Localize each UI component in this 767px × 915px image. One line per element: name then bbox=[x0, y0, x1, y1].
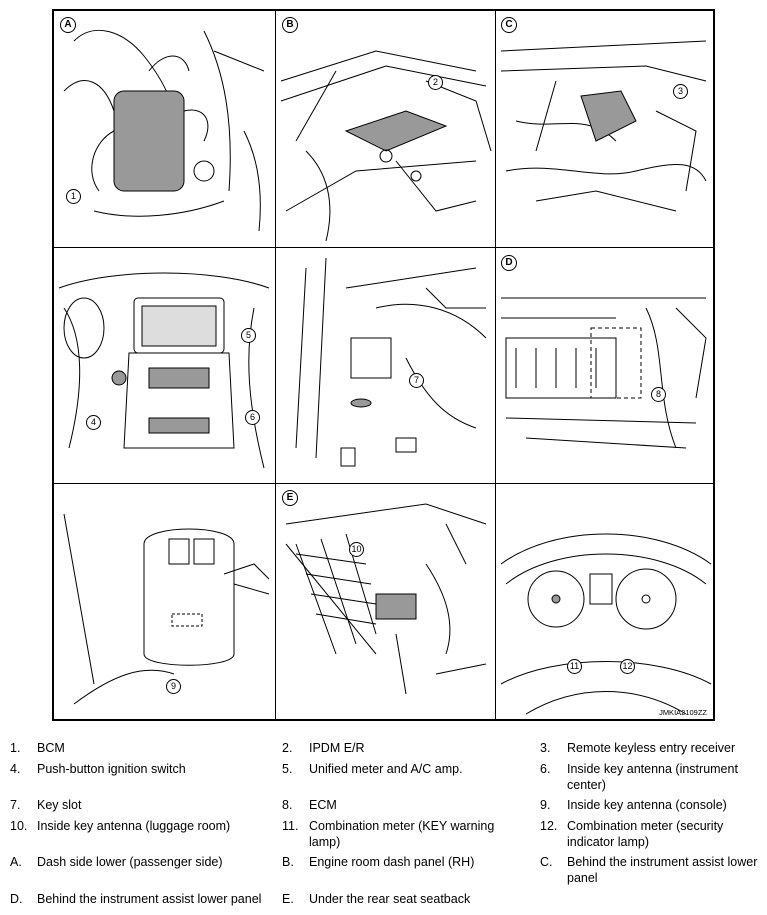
panel-7-illustration bbox=[63, 513, 270, 705]
legend-text: BCM bbox=[37, 741, 65, 755]
legend-number: C. bbox=[540, 855, 553, 869]
legend-text: Inside key antenna (console) bbox=[567, 798, 727, 812]
component-location-figure: A B C D E 1 2 3 4 5 6 7 8 9 10 11 12 JMK… bbox=[52, 9, 715, 721]
legend-number: 4. bbox=[10, 762, 21, 776]
panel-tag-d: D bbox=[501, 255, 517, 271]
callout-5: 5 bbox=[241, 328, 256, 343]
legend-text: Remote keyless entry receiver bbox=[567, 741, 736, 755]
panel-tag-a: A bbox=[60, 17, 76, 33]
callout-4: 4 bbox=[86, 415, 101, 430]
grid-divider bbox=[275, 11, 276, 719]
panel-5-illustration bbox=[295, 257, 487, 467]
callout-3: 3 bbox=[673, 84, 688, 99]
legend-text: Combination meter (security indicator la… bbox=[567, 819, 724, 849]
legend-text: Behind the instrument assist lower panel bbox=[567, 855, 758, 885]
legend-number: D. bbox=[10, 892, 23, 906]
legend-text: Unified meter and A/C amp. bbox=[309, 762, 463, 776]
legend-text: Inside key antenna (luggage room) bbox=[37, 819, 231, 833]
legend-number: 6. bbox=[540, 762, 551, 776]
legend-text: Push-button ignition switch bbox=[37, 762, 186, 776]
legend-number: E. bbox=[282, 892, 294, 906]
legend-number: 5. bbox=[282, 762, 293, 776]
callout-2: 2 bbox=[428, 75, 443, 90]
legend-text: Combination meter (KEY warning lamp) bbox=[309, 819, 495, 849]
panel-e-illustration bbox=[285, 503, 487, 695]
legend-number: 1. bbox=[10, 741, 21, 755]
legend-text: Inside key antenna (instrument center) bbox=[567, 762, 738, 792]
legend-number: B. bbox=[282, 855, 294, 869]
legend-number: 10. bbox=[10, 819, 28, 833]
legend-text: ECM bbox=[309, 798, 337, 812]
grid-divider bbox=[54, 247, 713, 248]
callout-7: 7 bbox=[409, 373, 424, 388]
panel-tag-b: B bbox=[282, 17, 298, 33]
panel-a-illustration bbox=[63, 29, 265, 232]
legend-text: IPDM E/R bbox=[309, 741, 365, 755]
legend-number: 7. bbox=[10, 798, 21, 812]
callout-12: 12 bbox=[620, 659, 635, 674]
callout-8: 8 bbox=[651, 387, 666, 402]
grid-divider bbox=[495, 11, 496, 719]
legend-number: 8. bbox=[282, 798, 293, 812]
panel-9-illustration bbox=[500, 533, 712, 715]
callout-10: 10 bbox=[349, 542, 364, 557]
legend-number: 9. bbox=[540, 798, 551, 812]
legend-text: Key slot bbox=[37, 798, 82, 812]
legend-text: Behind the instrument assist lower panel bbox=[37, 892, 262, 906]
grid-divider bbox=[54, 483, 713, 484]
panel-c-illustration bbox=[500, 40, 707, 212]
panel-d-illustration bbox=[501, 297, 707, 449]
callout-9: 9 bbox=[166, 679, 181, 694]
panel-b-illustration bbox=[280, 50, 492, 242]
legend-number: A. bbox=[10, 855, 22, 869]
legend-number: 2. bbox=[282, 741, 293, 755]
legend-number: 3. bbox=[540, 741, 551, 755]
legend-text: Dash side lower (passenger side) bbox=[37, 855, 223, 869]
panel-tag-c: C bbox=[501, 17, 517, 33]
panel-4-illustration bbox=[58, 272, 270, 469]
callout-6: 6 bbox=[245, 410, 260, 425]
legend-number: 11. bbox=[282, 819, 299, 833]
figure-code: JMKIA2109ZZ bbox=[659, 708, 707, 717]
callout-11: 11 bbox=[567, 659, 582, 674]
panel-tag-e: E bbox=[282, 490, 298, 506]
legend-number: 12. bbox=[540, 819, 558, 833]
callout-1: 1 bbox=[66, 189, 81, 204]
legend-text: Under the rear seat seatback bbox=[309, 892, 471, 906]
legend-text: Engine room dash panel (RH) bbox=[309, 855, 475, 869]
